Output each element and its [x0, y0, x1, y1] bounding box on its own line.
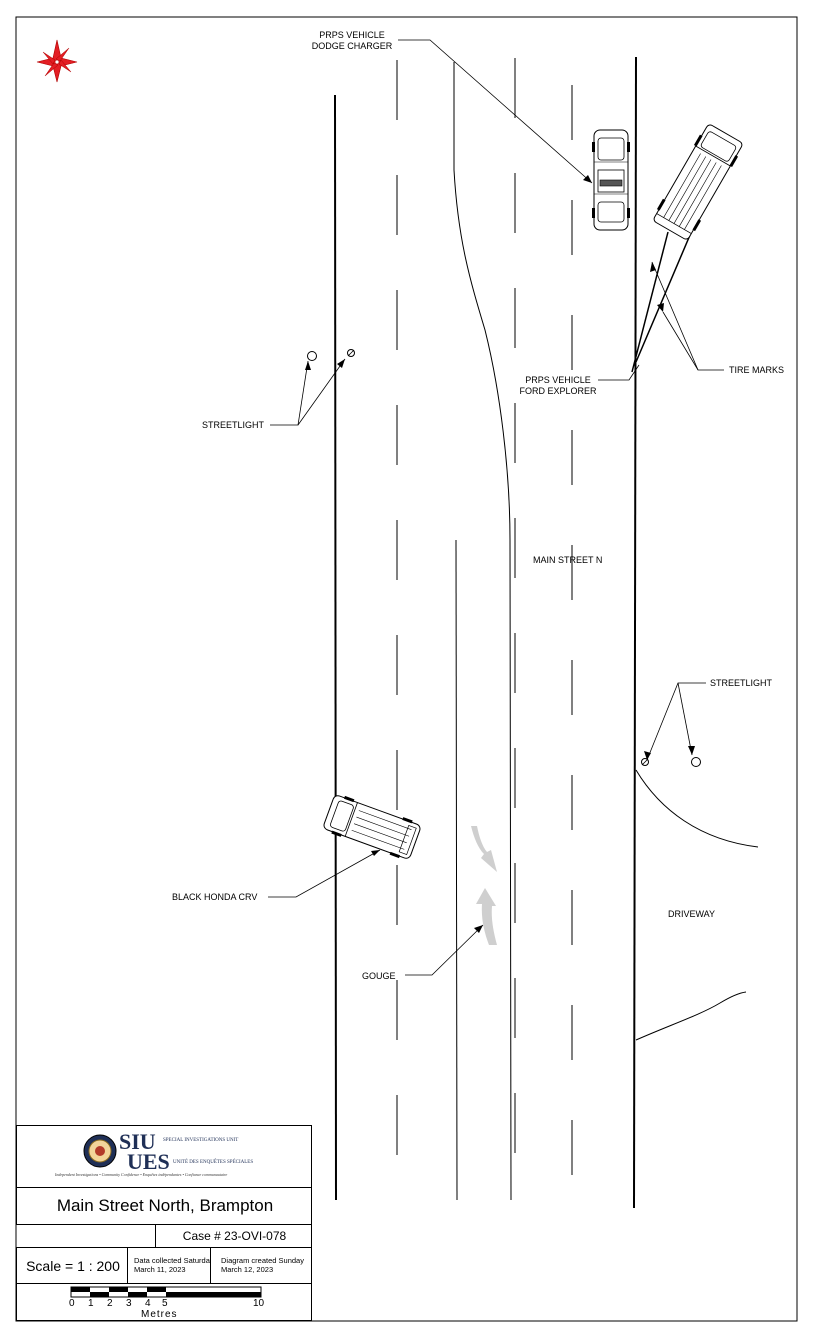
scale-bar-panel: 0 1 2 3 4 5 10 Metres: [16, 1283, 312, 1321]
north-arrow-icon: [36, 39, 78, 83]
streetlight-right-pole-icon: [691, 757, 701, 767]
label-street-name: MAIN STREET N: [533, 555, 602, 565]
diagram-created-panel: Diagram created Sunday March 12, 2023: [210, 1247, 312, 1284]
label-streetlight-left: STREETLIGHT: [202, 420, 265, 430]
leader-arrowheads: [305, 175, 695, 933]
scale-tick-1: 1: [88, 1298, 94, 1309]
tire-mark-1: [631, 231, 669, 373]
median-line: [453, 62, 512, 1201]
scale-tick-3: 3: [126, 1298, 132, 1309]
scale-tick-5: 5: [162, 1298, 168, 1309]
data-collected-line1: Data collected Saturday: [134, 1256, 214, 1265]
logo-abbr-top: SIU: [119, 1129, 156, 1154]
label-streetlight-right: STREETLIGHT: [710, 678, 773, 688]
label-gouge: GOUGE: [362, 971, 396, 981]
streetlight-left-pole-icon: [307, 351, 317, 361]
logo-tagline: Independent Investigations • Community C…: [55, 1172, 228, 1177]
label-tire-marks: TIRE MARKS: [729, 365, 784, 375]
road-edge-east: [633, 56, 637, 1209]
logo-abbr-bottom: UES: [127, 1149, 170, 1174]
scale-label: Scale = 1 : 200: [26, 1258, 120, 1274]
diagram-created-line2: March 12, 2023: [221, 1265, 274, 1274]
label-dodge-line2: DODGE CHARGER: [312, 41, 393, 51]
scale-tick-4: 4: [145, 1298, 151, 1309]
case-panel: Case # 23-OVI-078: [155, 1224, 312, 1248]
diagram-created-line1: Diagram created Sunday: [221, 1256, 304, 1265]
label-explorer-line1: PRPS VEHICLE: [525, 375, 591, 385]
logo-name-en: SPECIAL INVESTIGATIONS UNIT: [163, 1138, 239, 1143]
diagram-title: Main Street North, Brampton: [56, 1196, 274, 1215]
label-honda: BLACK HONDA CRV: [172, 892, 257, 902]
data-collected-line2: March 11, 2023: [134, 1265, 186, 1274]
scale-tick-10: 10: [253, 1298, 265, 1309]
title-panel: Main Street North, Brampton: [16, 1187, 312, 1225]
label-driveway: DRIVEWAY: [668, 909, 715, 919]
scale-unit: Metres: [141, 1309, 178, 1320]
scale-tick-2: 2: [107, 1298, 113, 1309]
data-collected-panel: Data collected Saturday March 11, 2023: [127, 1247, 214, 1284]
median-line-lower: [455, 539, 458, 1201]
driveway-edge-lower: [635, 991, 747, 1041]
honda-crv-vehicle: [323, 795, 421, 859]
scale-bar: [70, 1286, 262, 1298]
gouge-marks: [471, 826, 497, 945]
label-dodge-line1: PRPS VEHICLE: [319, 30, 385, 40]
driveway-edge-upper: [635, 769, 759, 848]
page-border: [15, 16, 798, 1322]
logo-name-fr: UNITÉ DES ENQUÊTES SPÉCIALES: [173, 1160, 254, 1165]
logo-panel: SIU UES SPECIAL INVESTIGATIONS UNIT UNIT…: [16, 1125, 312, 1188]
leader-lines: [268, 39, 724, 976]
scale-panel: Scale = 1 : 200: [16, 1247, 128, 1284]
siu-seal-icon: [83, 1134, 117, 1168]
case-number: Case # 23-OVI-078: [182, 1229, 287, 1243]
ford-explorer-vehicle: [653, 124, 743, 240]
road-edge-west: [334, 94, 337, 1201]
tire-mark-2: [635, 227, 694, 363]
scale-tick-0: 0: [69, 1298, 75, 1309]
label-explorer-line2: FORD EXPLORER: [519, 386, 597, 396]
dodge-charger-vehicle: [592, 129, 630, 231]
